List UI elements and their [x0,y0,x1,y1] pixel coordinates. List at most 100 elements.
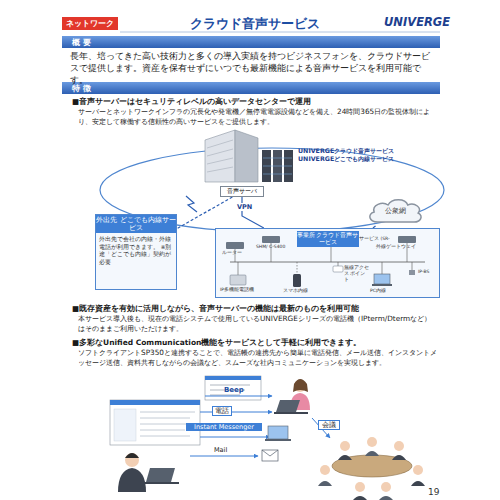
meeting-group [394,441,404,451]
office-area [293,274,301,287]
office-area [215,228,440,298]
feature-text: 本サービス導入後も、現在の電話システムで使用しているUNIVERGEシリーズの電… [78,314,438,334]
meeting-group [413,465,423,475]
cloud-outline [370,200,421,222]
man-at-laptop [125,453,139,467]
office-area [372,284,392,286]
title-rule [120,32,440,33]
device-label: SHM/ C-S400 [256,244,286,250]
woman-at-laptop [274,379,310,414]
brand-logo: UNIVERGE [384,15,448,30]
woman-at-laptop [293,379,308,392]
network-cloud: 公衆網 [366,196,424,226]
envelope-icon [262,450,278,456]
wireless-bolt [186,196,197,212]
node-heading: 事業所 クラウド音声サービス [297,231,359,247]
page-number: 19 [428,486,448,498]
server-rack [263,166,292,167]
office-area [230,262,425,263]
envelope-icon [262,450,278,461]
device-label: 外線ゲートウェイ [376,244,416,250]
app-window [140,412,195,413]
title-rule [120,32,440,33]
app-window [110,400,200,405]
woman-at-laptop [274,412,308,414]
service-box: 外出先 どこでも内線サービス外出先で会社の内線・外線電話が利用できます。 ※別途… [95,214,177,290]
server-box: 音声サーバ [220,186,264,197]
meeting-group [365,451,379,456]
sound-label: Beep [224,386,254,395]
overview-text: 長年、培ってきた高い技術力と多くの導入実績を持つビジネスフォンを、クラウドサービ… [70,50,438,86]
meeting-group [340,441,350,451]
data-center-building [205,130,258,182]
man-at-laptop [118,468,146,492]
meeting-group [367,437,377,447]
office-area [262,236,280,243]
man-at-laptop [146,468,175,482]
feature-heading: ■既存資産を有効に活用しながら、音声サーバーの機能は最新のものを利用可能 [72,304,440,314]
feature-text: ソフトクライアントSP350と連携することで、電話帳の連携先から簡単に電話発信、… [78,348,438,368]
section-band: 特 徴 [62,82,440,94]
office-area [215,228,440,298]
remote-laptop [265,439,291,441]
feature-heading: ■多彩なUnified Communication機能をサービスとして手軽に利用… [72,338,440,348]
office-area [398,236,416,243]
node-body: 外出先で会社の内線・外線電話が利用できます。 ※別途「どこでも内線」契約が必要 [96,233,176,269]
remote-laptop [265,426,291,441]
node-heading: 公衆網 [385,206,406,216]
man-at-laptop [125,453,139,458]
meeting-group [381,482,391,492]
office-area [226,242,244,249]
office-area [331,245,332,262]
communication-arrows [205,396,272,397]
node-heading: ネットワーク [66,18,114,29]
service-name: UNIVERGEどこでも内線サービス [298,155,438,163]
app-window [140,418,190,419]
man-at-laptop [118,453,179,492]
channel-label: Instant Messenger [186,423,262,431]
connector-line [242,197,264,228]
device-label: IP多機能電話機 [220,287,264,293]
node-heading: 音声サーバ [227,187,257,196]
office-area [374,274,390,284]
device-label: PC内線 [370,288,400,294]
meeting-group [379,496,393,500]
office-area [238,262,239,275]
node-heading: 概 要 [72,37,440,48]
connector-label: VPN [236,203,253,211]
data-center-building [207,149,233,156]
meeting-group [355,482,365,492]
remote-laptop [268,426,288,439]
contact-popup [210,395,240,396]
meeting-group [318,481,332,486]
office-area [409,270,415,275]
man-at-laptop [143,482,179,484]
node-heading: 外出先 どこでも内線サービス [96,215,176,233]
woman-at-laptop [276,400,300,412]
channel-label: Mail [214,446,238,454]
office-area [297,262,298,274]
node-heading: 特 徴 [72,83,440,94]
wireless-bolt [186,196,197,212]
server-rack [262,150,293,182]
data-center-building [207,167,233,172]
channel-label: 電話 [212,406,232,416]
meeting-group [353,496,367,500]
service-name: UNIVERGEクラウド音声サービス [298,147,438,155]
data-center-building [207,158,233,164]
meeting-group [411,481,425,486]
device-label: 無線アクセス ポイント [344,265,370,283]
category-tag: ネットワーク [62,17,118,30]
connector-line [177,197,232,229]
meeting-group [392,455,406,460]
office-area [333,266,343,272]
office-area [382,262,383,274]
feature-heading: ■音声サーバーはセキュリティレベルの高いデータセンターで運用 [72,97,440,107]
page-title: クラウド音声サービス [140,15,370,33]
meeting-group [320,465,330,475]
meeting-group [338,455,352,460]
data-center-building [235,130,258,182]
meeting-group [332,455,412,477]
data-center-building [205,130,235,182]
